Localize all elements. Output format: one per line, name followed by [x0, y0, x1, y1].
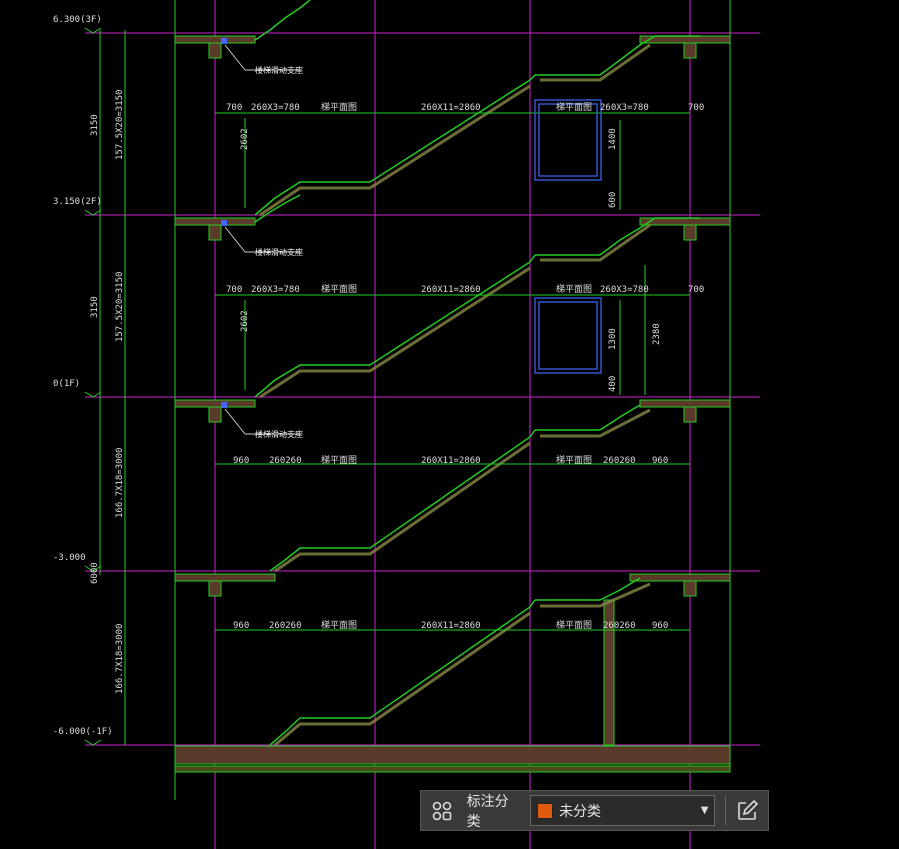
- toolbar-divider: [725, 796, 727, 825]
- vert-dim-2380: 2380: [652, 323, 662, 345]
- row1-dim-6: 700: [688, 103, 705, 113]
- row1-dim-0: 700: [226, 103, 243, 113]
- row4-dim-0: 960: [233, 621, 250, 631]
- row4-dim-5: 260260: [603, 621, 636, 631]
- row2-dim-5: 260X3=780: [600, 285, 649, 295]
- row4-dim-6: 960: [652, 621, 669, 631]
- vert-dim-400: 400: [608, 375, 618, 392]
- annotation-toolbar: 标注分类 未分类 ▼: [420, 790, 769, 831]
- support-note-1: 楼梯滑动支座: [255, 66, 303, 75]
- row3-dim-5: 260260: [603, 456, 636, 466]
- row2-dim-4: 梯平面图: [556, 285, 593, 295]
- category-color-swatch: [537, 802, 554, 819]
- level-mark-neg1f: -6.000(-1F): [53, 727, 113, 737]
- left-dim-4: 157.5X20=3150: [115, 271, 125, 342]
- row1-dim-1: 260X3=780: [251, 103, 300, 113]
- row3-dim-2: 梯平面图: [321, 456, 358, 466]
- vert-dim-1300: 1300: [608, 328, 618, 350]
- row3-dim-3: 260X11=2860: [421, 456, 481, 466]
- chevron-down-icon: ▼: [700, 805, 709, 816]
- row3-dim-0: 960: [233, 456, 250, 466]
- annotation-category-label: 标注分类: [466, 793, 509, 830]
- left-dim-7: 166.7X18=3000: [115, 623, 125, 694]
- left-dim-2: 157.5X20=3150: [115, 89, 125, 160]
- row4-dim-1: 260260: [269, 621, 302, 631]
- row2-dim-2: 梯平面图: [321, 285, 358, 295]
- level-mark-1f: 0(1F): [53, 379, 81, 389]
- row4-dim-2: 梯平面图: [321, 621, 358, 631]
- row3-dim-6: 960: [652, 456, 669, 466]
- row1-dim-2: 梯平面图: [321, 103, 358, 113]
- row3-dim-1: 260260: [269, 456, 302, 466]
- category-grid-icon[interactable]: [421, 790, 463, 831]
- support-note-3: 楼梯滑动支座: [255, 430, 303, 439]
- category-select[interactable]: 未分类 ▼: [530, 795, 716, 826]
- left-dim-3: 3150: [90, 296, 100, 318]
- row2-dim-1: 260X3=780: [251, 285, 300, 295]
- left-dim-6: 6000: [90, 562, 100, 584]
- vert-dim-1400: 1400: [608, 128, 618, 150]
- row3-dim-4: 梯平面图: [556, 456, 593, 466]
- row4-dim-3: 260X11=2860: [421, 621, 481, 631]
- row2-dim-3: 260X11=2860: [421, 285, 481, 295]
- row2-dim-0: 700: [226, 285, 243, 295]
- row1-dim-5: 260X3=780: [600, 103, 649, 113]
- level-mark-neg3: -3.000: [53, 553, 86, 563]
- left-dim-5: 166.7X18=3000: [115, 447, 125, 518]
- category-select-value: 未分类: [559, 803, 602, 820]
- edit-export-icon[interactable]: [726, 790, 768, 831]
- vert-dim-600: 600: [608, 191, 618, 208]
- level-mark-3f: 6.300(3F): [53, 15, 102, 25]
- row1-dim-3: 260X11=2860: [421, 103, 481, 113]
- level-mark-2f: 3.150(2F): [53, 197, 102, 207]
- vert-dim-2602b: 2602: [240, 310, 250, 332]
- row2-dim-6: 700: [688, 285, 705, 295]
- row1-dim-4: 梯平面图: [556, 103, 593, 113]
- support-note-2: 楼梯滑动支座: [255, 248, 303, 257]
- vert-dim-2602a: 2602: [240, 128, 250, 150]
- row4-dim-4: 梯平面图: [556, 621, 593, 631]
- left-dim-1: 3150: [90, 114, 100, 136]
